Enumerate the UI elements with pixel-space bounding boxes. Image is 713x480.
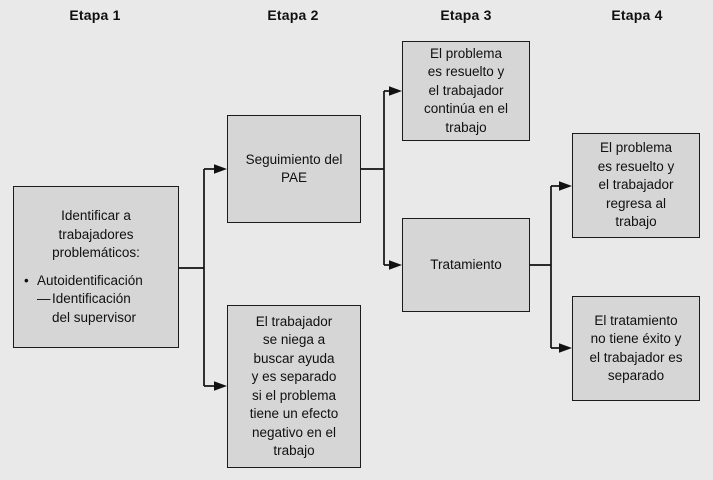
stage-1-header: Etapa 1	[69, 7, 121, 23]
node-problema-resuelto-regresa: El problema es resuelto y el trabajador …	[572, 133, 700, 238]
node-text: El problema es resuelto y el trabajador …	[423, 45, 509, 135]
node-text: El trabajador se niega a buscar ayuda y …	[249, 313, 339, 459]
identify-dash-text: Identificación del supervisor	[52, 291, 137, 325]
node-text: Seguimiento del PAE	[245, 151, 343, 186]
identify-bullet-text: Autoidentificación	[37, 272, 143, 288]
node-tratamiento-sin-exito: El tratamiento no tiene éxito y el traba…	[572, 296, 700, 401]
dash-icon: —	[37, 291, 51, 306]
arrowhead-icon	[214, 381, 227, 391]
stage-4-header: Etapa 4	[611, 7, 663, 23]
arrowhead-icon	[559, 343, 572, 353]
arrowhead-icon	[559, 181, 572, 191]
node-text: El tratamiento no tiene éxito y el traba…	[589, 312, 683, 384]
node-trabajador-se-niega: El trabajador se niega a buscar ayuda y …	[227, 305, 361, 468]
identify-bullet-item: • Autoidentificación	[18, 272, 174, 291]
stage-3-header: Etapa 3	[440, 7, 492, 23]
identify-dash-item: — Identificación del supervisor	[18, 290, 174, 327]
node-identify-heading: Identificar a trabajadores problemáticos…	[52, 208, 140, 260]
node-problema-resuelto-continua: El problema es resuelto y el trabajador …	[402, 41, 530, 141]
node-seguimiento-pae: Seguimiento del PAE	[227, 115, 361, 223]
arrowhead-icon	[389, 86, 402, 96]
node-tratamiento: Tratamiento	[402, 218, 530, 312]
bullet-icon: •	[24, 272, 29, 288]
node-text: Tratamiento	[430, 256, 502, 272]
node-identify-workers: Identificar a trabajadores problemáticos…	[13, 186, 179, 348]
stage-2-header: Etapa 2	[267, 7, 319, 23]
arrowhead-icon	[389, 260, 402, 270]
arrowhead-icon	[214, 164, 227, 174]
node-text: El problema es resuelto y el trabajador …	[597, 140, 675, 230]
